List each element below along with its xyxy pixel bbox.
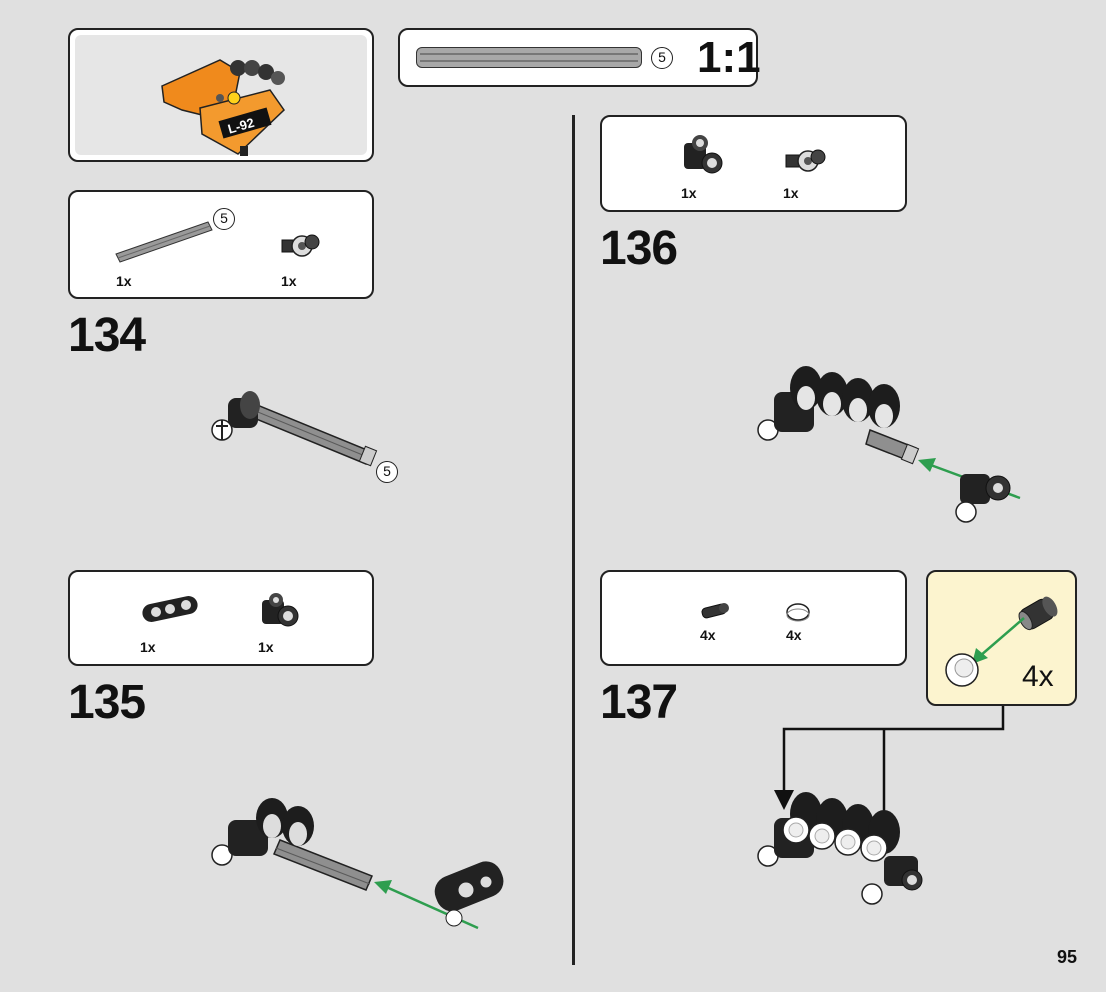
parts-list-134: 5 1x 1x — [68, 190, 374, 299]
ruler-bar — [416, 47, 642, 68]
parts-list-137: 4x 4x — [600, 570, 907, 666]
step-number-137: 137 — [600, 676, 678, 729]
step-number-134: 134 — [68, 309, 146, 362]
length-callout-badge: 5 — [376, 461, 398, 483]
column-divider — [572, 115, 575, 965]
orange-model-image: L-92 — [161, 59, 285, 156]
length-badge: 5 — [213, 208, 235, 230]
part-quantity: 4x — [700, 627, 716, 643]
part-quantity: 1x — [281, 273, 297, 289]
subassembly-callout — [926, 570, 1077, 706]
axle-part-icon — [115, 221, 320, 263]
part-quantity: 1x — [681, 185, 697, 201]
parts-list-135: 1x 1x — [68, 570, 374, 666]
parts-icons — [142, 593, 299, 627]
part-quantity: 1x — [140, 639, 156, 655]
ruler-length-badge: 5 — [651, 47, 673, 69]
parts-icons — [684, 135, 826, 174]
svg-text:L-92: L-92 — [226, 115, 256, 137]
scale-ruler-box: 5 — [398, 28, 758, 87]
parts-icons — [701, 603, 810, 622]
scale-label: 1:1 — [697, 33, 761, 82]
part-quantity: 1x — [258, 639, 274, 655]
bush-into-tile-diagram — [945, 596, 1058, 687]
page-number: 95 — [1056, 947, 1077, 967]
parts-list-136: 1x 1x — [600, 115, 907, 212]
reference-model-box: L-92 — [68, 28, 374, 162]
part-quantity: 4x — [786, 627, 802, 643]
step-number-135: 135 — [68, 676, 146, 729]
part-quantity: 1x — [116, 273, 132, 289]
step-number-136: 136 — [600, 222, 678, 275]
part-quantity: 1x — [783, 185, 799, 201]
callout-quantity: 4x — [1022, 660, 1054, 693]
